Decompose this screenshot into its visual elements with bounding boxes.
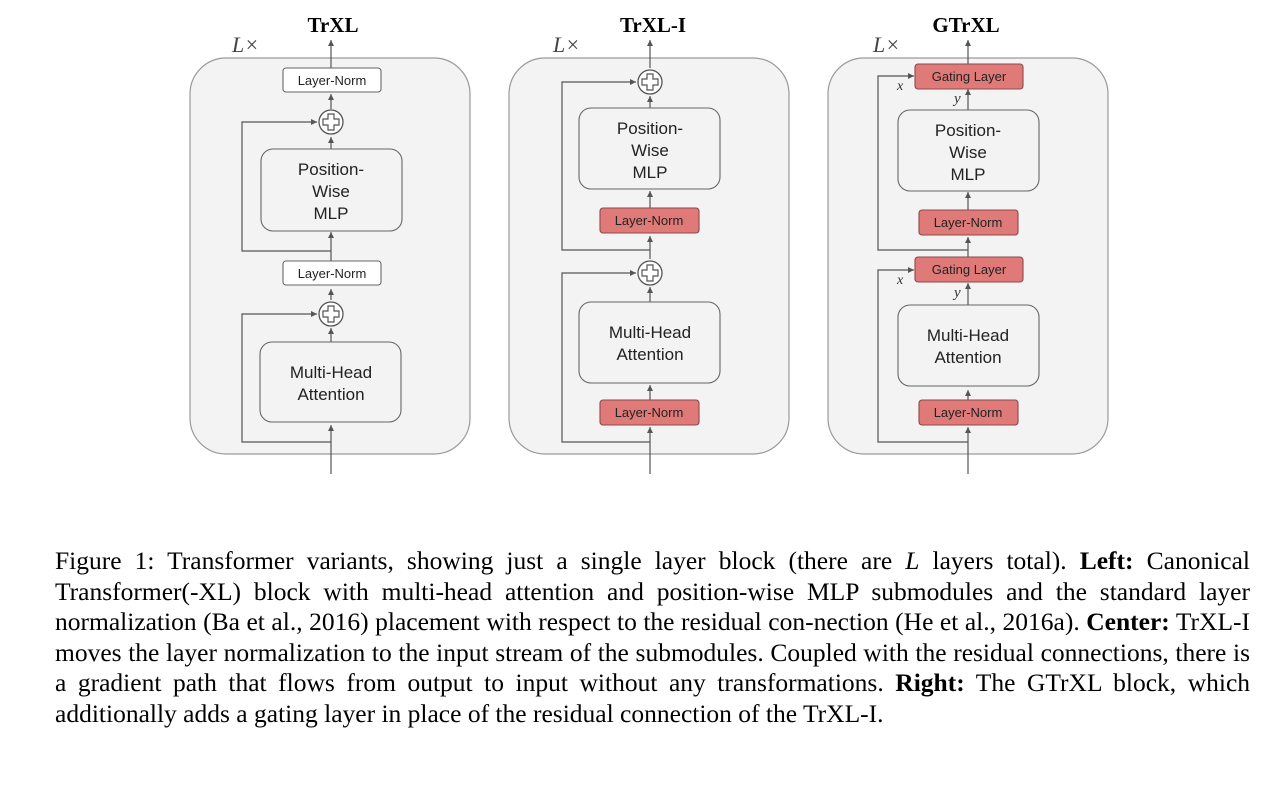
center-description: TrXL-I moves the layer normalization to …: [55, 607, 1251, 697]
gating-layer-label: Gating Layer: [932, 262, 1007, 277]
layer-norm-label: Layer-Norm: [615, 213, 684, 228]
layer-norm-box: [282, 67, 382, 93]
mha-label-line2: Attention: [297, 385, 364, 404]
left-label: Left:: [1079, 546, 1134, 575]
residual-add-icon: [637, 260, 663, 286]
residual-add-icon: [637, 69, 663, 95]
gating-layer-label: Gating Layer: [932, 69, 1007, 84]
mlp-label-line3: MLP: [951, 165, 986, 184]
mlp-label-line2: Wise: [949, 143, 987, 162]
layer-norm-label: Layer-Norm: [615, 405, 684, 420]
panel-gtrxl: GTrXL L× Gating Layer x y Position- Wise…: [827, 13, 1109, 474]
mha-label-line2: Attention: [616, 345, 683, 364]
panel-trxl-i: TrXL-I L× Position- Wise MLP Layer-Norm …: [508, 13, 790, 474]
residual-add-icon: [318, 301, 344, 327]
panel-title: TrXL-I: [620, 13, 686, 37]
mlp-label-line1: Position-: [298, 160, 364, 179]
repeat-label: L×: [552, 32, 580, 57]
layers-symbol: L: [905, 546, 920, 575]
mlp-label-line1: Position-: [617, 119, 683, 138]
transformer-variants-figure: TrXL L× Layer-Norm Position- Wise MLP La…: [189, 13, 1109, 474]
multi-head-attention-box: [578, 301, 721, 384]
mlp-label-line3: MLP: [314, 204, 349, 223]
layer-norm-box: [599, 207, 700, 234]
right-label: Right:: [895, 668, 965, 697]
figure-label: Figure 1:: [55, 546, 155, 575]
caption-intro-end: layers total).: [932, 546, 1067, 575]
figure-caption: Figure 1: Transformer variants, showing …: [55, 546, 1250, 729]
panel-title: TrXL: [308, 13, 359, 37]
repeat-label: L×: [231, 32, 259, 57]
right-description: The GTrXL block, which additionally adds…: [55, 668, 1251, 728]
position-wise-mlp-box: [897, 109, 1040, 192]
mha-label-line1: Multi-Head: [290, 363, 372, 382]
layer-norm-label: Layer-Norm: [298, 266, 367, 281]
residual-add-icon: [318, 109, 344, 135]
layer-norm-label: Layer-Norm: [934, 215, 1003, 230]
panel-trxl: TrXL L× Layer-Norm Position- Wise MLP La…: [189, 13, 471, 474]
left-description: Canonical Transformer(-XL) block with mu…: [55, 546, 1251, 636]
layer-norm-box: [282, 260, 382, 286]
caption-intro: Transformer variants, showing just a sin…: [167, 546, 893, 575]
multi-head-attention-box: [897, 304, 1040, 387]
y-input-label: y: [952, 285, 961, 301]
position-wise-mlp-box: [578, 107, 721, 190]
panel-title: GTrXL: [932, 13, 999, 37]
layer-norm-box: [918, 399, 1019, 426]
repeat-label: L×: [872, 32, 900, 57]
mlp-label-line2: Wise: [312, 182, 350, 201]
position-wise-mlp-box: [260, 148, 403, 232]
layer-norm-label: Layer-Norm: [934, 405, 1003, 420]
mha-label-line1: Multi-Head: [609, 323, 691, 342]
layer-norm-box: [918, 209, 1019, 236]
gating-layer-box: [914, 256, 1024, 283]
mlp-label-line3: MLP: [633, 163, 668, 182]
mlp-label-line1: Position-: [935, 121, 1001, 140]
center-label: Center:: [1086, 607, 1170, 636]
mha-label-line1: Multi-Head: [927, 326, 1009, 345]
x-input-label: x: [896, 273, 904, 288]
y-input-label: y: [952, 91, 961, 107]
layer-norm-box: [599, 399, 700, 426]
mha-label-line2: Attention: [934, 348, 1001, 367]
mlp-label-line2: Wise: [631, 141, 669, 160]
x-input-label: x: [896, 79, 904, 94]
gating-layer-box: [914, 63, 1024, 90]
layer-norm-label: Layer-Norm: [298, 73, 367, 88]
multi-head-attention-box: [259, 341, 402, 423]
